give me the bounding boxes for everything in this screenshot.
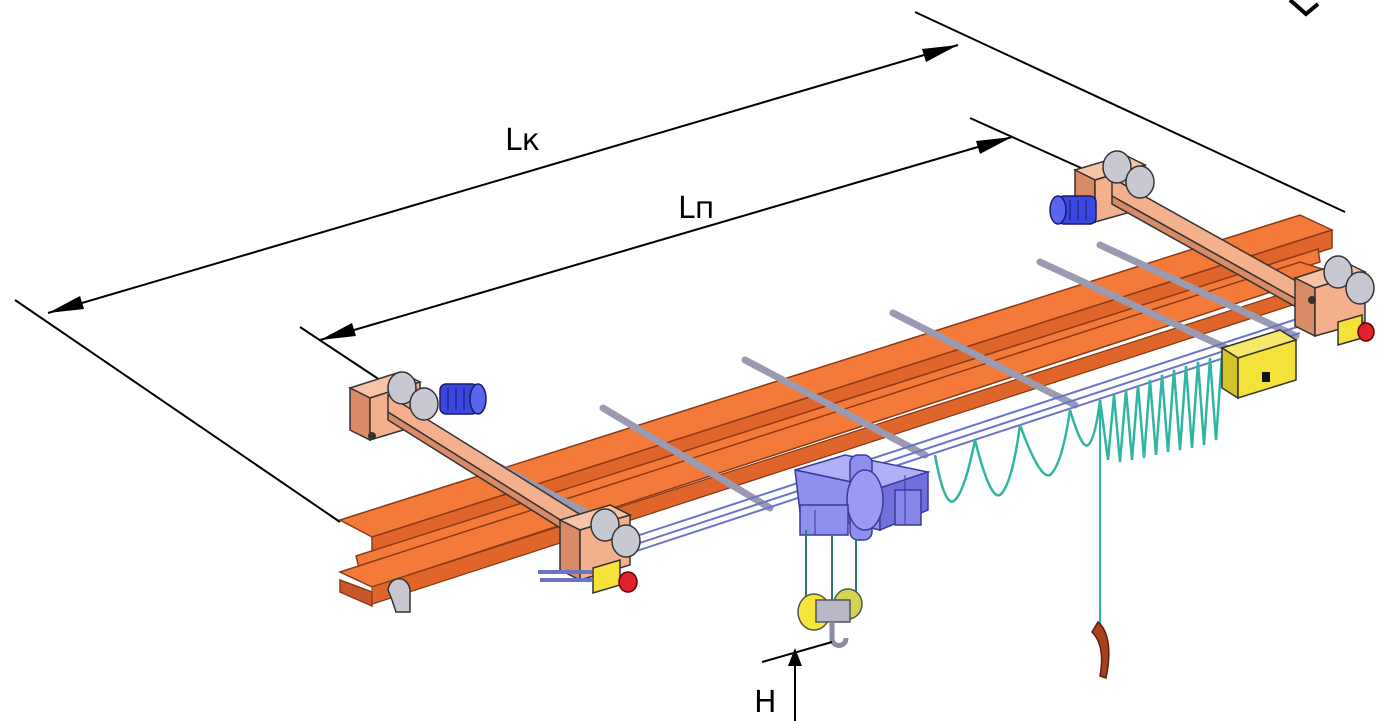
dimension-arrowheads <box>48 45 1012 340</box>
label-lp: Lп <box>678 191 714 226</box>
lk-dimension-line <box>47 44 959 314</box>
control-pendant-icon <box>1091 620 1110 679</box>
lk-arrow-left-icon <box>48 296 84 313</box>
label-lk: Lк <box>505 123 540 158</box>
dimension-lines <box>14 11 1346 523</box>
end-carriage-right <box>1072 150 1375 338</box>
hoist-ropes <box>805 530 857 600</box>
rail-clamp-icon <box>387 578 411 613</box>
lk-arrow-right-icon <box>922 45 958 62</box>
control-box <box>1220 329 1298 400</box>
buffer-left <box>592 558 638 595</box>
motor-left <box>439 383 487 415</box>
electric-hoist <box>794 454 931 541</box>
hook-block <box>797 588 863 648</box>
lp-arrow-left-icon <box>320 323 356 340</box>
small-bars-left <box>538 570 592 582</box>
lp-dimension-line <box>319 136 1013 341</box>
label-h: H <box>754 685 777 720</box>
height-arrow-icon <box>788 648 802 666</box>
motor-right <box>1049 195 1097 225</box>
lp-arrow-right-icon <box>976 137 1012 154</box>
hook-icon <box>829 622 849 648</box>
corner-mark-icon <box>1288 0 1320 17</box>
festoon-cables <box>933 354 1224 625</box>
buffer-right <box>1337 314 1375 346</box>
festoon-track <box>599 317 1301 564</box>
